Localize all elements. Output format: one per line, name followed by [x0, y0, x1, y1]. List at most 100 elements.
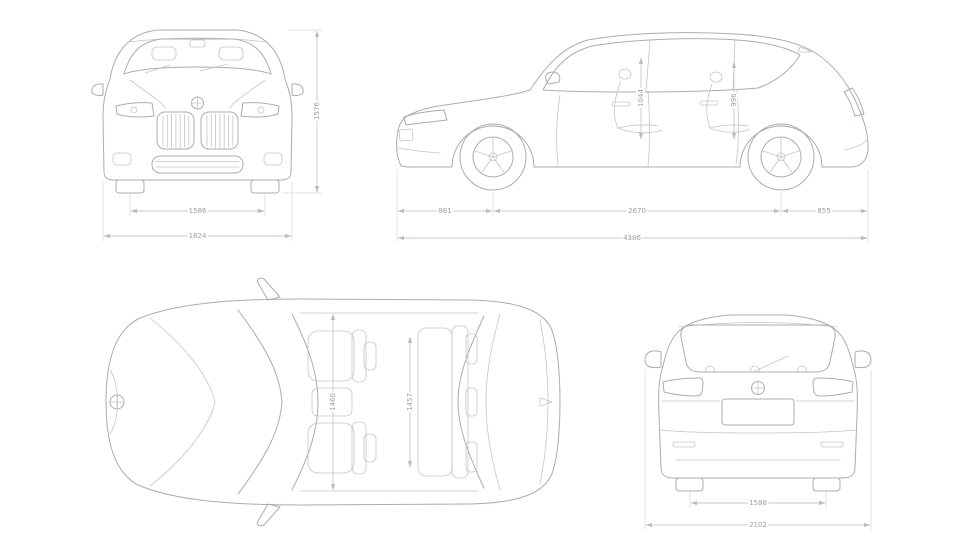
dim-label-overall-width: 1824 [189, 232, 207, 240]
tailgate-line [539, 319, 549, 485]
rear-bumper-top [659, 429, 857, 434]
side-taillight [843, 87, 865, 117]
dim-rear-interior-height: 996 [728, 61, 740, 140]
dim-label-height: 1576 [313, 102, 321, 120]
rear-tire-left [675, 477, 704, 492]
antenna-fin [797, 46, 813, 53]
dim-label-wheelbase: 2670 [628, 207, 646, 215]
dim-label-overall-length: 4386 [623, 234, 641, 242]
reflector-right [820, 441, 844, 448]
dim-front-width: 1824 [102, 182, 293, 242]
front-headrest-left [151, 46, 177, 61]
headlight-left [115, 102, 155, 118]
bmw-roundel-icon [751, 381, 765, 395]
dim-rear-overall-width: 2102 [644, 370, 872, 531]
front-tire-right [250, 179, 280, 194]
reflector-left [672, 441, 696, 448]
front-seat-left [307, 329, 377, 383]
rear-roof-edge [485, 313, 501, 491]
taillight-right [812, 377, 854, 397]
dim-front-interior-height: 1044 [635, 57, 647, 140]
rear-bumper-crease [844, 139, 868, 151]
rear-door-cut [735, 89, 739, 165]
front-wheel [459, 123, 527, 191]
rear-tire-right [812, 477, 841, 492]
rear-headrest-hints [704, 365, 808, 373]
dim-label-width-incl-mirrors: 2102 [749, 521, 767, 529]
side-view: 1044 996 861 2670 855 4386 [396, 32, 869, 244]
side-greenhouse [542, 38, 801, 93]
rear-mirror-left [644, 350, 662, 369]
side-headlight [403, 109, 448, 126]
side-mirror-left [91, 83, 104, 97]
interior-mirror [189, 39, 206, 48]
dim-label-front-interior-width: 1460 [329, 393, 337, 411]
antenna-fin-top [539, 397, 553, 407]
dim-label-rear-interior-width: 1457 [406, 393, 414, 411]
rear-bench [417, 325, 478, 479]
side-mirror-right [291, 83, 304, 97]
front-seat-right [307, 421, 377, 475]
windshield-base-arc [237, 309, 283, 495]
side-mirror [545, 71, 561, 85]
door-handle-rear [699, 100, 719, 106]
dim-label-front-overhang: 861 [438, 207, 451, 215]
dim-label-rear-track: 1588 [749, 499, 767, 507]
lower-intake-slats [155, 161, 240, 168]
headlight-right-lens [257, 106, 265, 114]
rear-wheel [747, 123, 815, 191]
dim-rear-track: 1588 [689, 491, 827, 509]
kidney-grille-left [156, 111, 195, 150]
lower-intake [151, 155, 244, 174]
corner-vent-right [263, 152, 283, 166]
dim-label-track-front: 1586 [189, 207, 207, 215]
rear-view: 1588 2102 [644, 314, 872, 531]
front-wipers [144, 63, 229, 74]
bmw-roundel-icon [109, 394, 125, 410]
front-bumper-crease [397, 147, 441, 154]
rear-window [680, 324, 836, 373]
top-view: 1460 1457 [105, 277, 561, 527]
door-handle-front [611, 101, 631, 107]
interior-front-seat [614, 68, 663, 134]
top-body-outline [105, 298, 561, 506]
windshield-top-arc [291, 313, 319, 491]
headlight-left-lens [130, 106, 138, 114]
rear-wiper [754, 355, 789, 372]
top-mirror-upper [257, 277, 281, 301]
dim-label-rear-interior-height: 996 [730, 93, 738, 107]
hood-crease-top-left [149, 317, 216, 403]
hood-crease-right [229, 79, 266, 109]
dim-side-bottom: 861 2670 855 4386 [396, 170, 869, 244]
dim-rear-interior-width: 1457 [404, 336, 416, 468]
front-view: 1576 1586 1824 [91, 29, 323, 242]
dim-label-rear-overhang: 855 [817, 207, 830, 215]
rear-body-outline [658, 314, 858, 479]
kidney-grille-right [200, 111, 239, 150]
dim-label-front-interior-height: 1044 [637, 89, 645, 107]
dim-front-track: 1586 [129, 193, 266, 217]
grille-slats-right [206, 113, 234, 149]
front-roof-line [127, 37, 268, 43]
b-pillar [645, 40, 651, 92]
roof-panel [299, 312, 479, 492]
front-grille-hint [398, 128, 414, 142]
front-windshield [123, 38, 272, 75]
rear-window-arc [457, 315, 485, 489]
front-door-cut [556, 94, 561, 167]
hood-crease-bottom-left [149, 401, 216, 487]
corner-vent-left [112, 152, 132, 166]
bmw-roundel-icon [191, 96, 204, 110]
grille-slats-left [162, 113, 190, 149]
dim-front-interior-width: 1460 [327, 313, 339, 491]
front-headrest-right [218, 46, 244, 61]
dim-front-height: 1576 [282, 29, 323, 194]
front-body-outline [102, 29, 293, 181]
rear-mirror-right [854, 350, 872, 369]
headlight-right [240, 102, 280, 118]
license-plate [721, 398, 795, 426]
top-mirror-lower [257, 503, 281, 527]
hood-crease-left [129, 79, 166, 109]
